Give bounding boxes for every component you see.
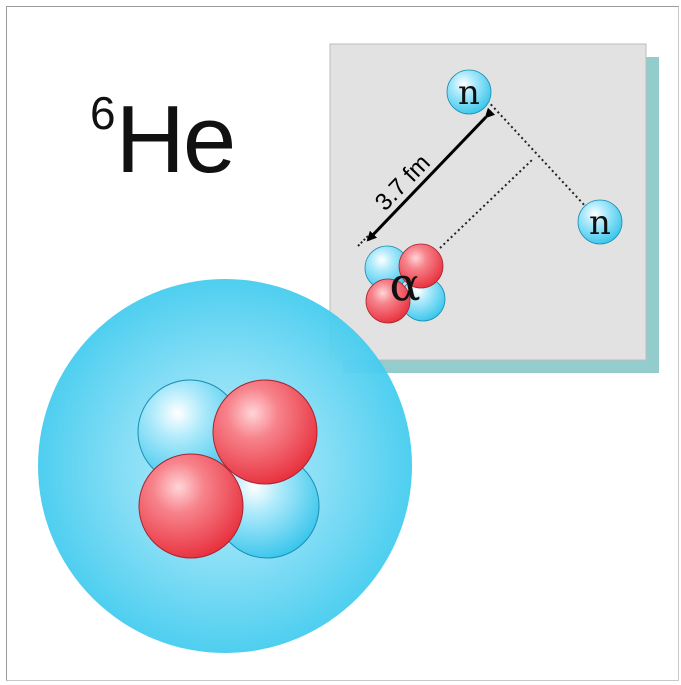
mass-number: 6 [90, 87, 116, 139]
halo-nucleus [38, 279, 412, 653]
inset-proton [365, 278, 411, 324]
halo-neutron-2: n [577, 199, 623, 245]
distance-arrow [366, 107, 496, 242]
core-proton [212, 379, 318, 485]
halo-neutron-1: n [446, 69, 492, 115]
nucleus-label: 6He [90, 90, 236, 188]
neutron-label: n [589, 203, 611, 243]
neutron-label: n [458, 73, 480, 113]
inset-proton [398, 243, 444, 289]
core-proton [138, 453, 244, 559]
inset-panel: 3.7 fm α n n [329, 43, 659, 373]
element-symbol: He [115, 86, 237, 193]
alpha-label: α [389, 257, 420, 311]
inset-alpha-cluster: α [364, 243, 446, 324]
dotted-link-n1-n2 [483, 96, 601, 223]
